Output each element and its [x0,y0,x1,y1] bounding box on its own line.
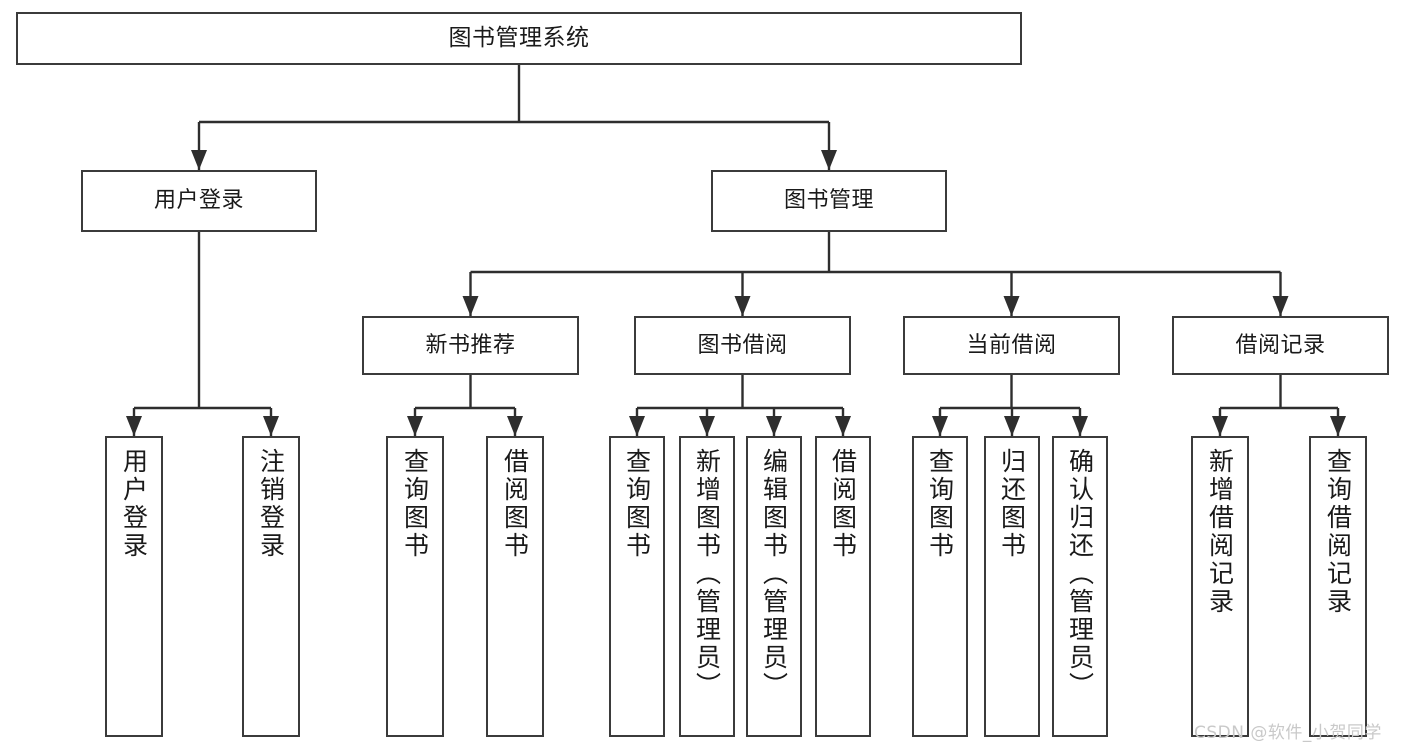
node-label: 当前借阅 [966,332,1057,358]
node-label: 归还图书 [997,448,1027,560]
arrowhead [629,416,645,436]
arrowhead [126,416,142,436]
arrowhead [1272,296,1289,316]
node-label: 确认归还（管理员） [1065,448,1095,700]
node-leaf-new-1[interactable]: 查询图书 [386,436,444,737]
node-label: 用户登录 [153,188,244,214]
arrowhead [1003,296,1020,316]
node-records[interactable]: 借阅记录 [1172,316,1389,375]
arrowhead [1072,416,1088,436]
node-leaf-borrow-4[interactable]: 借阅图书 [815,436,871,737]
node-label: 查询图书 [925,448,955,560]
node-login[interactable]: 用户登录 [81,170,317,232]
node-label: 新书推荐 [425,332,516,358]
node-label: 图书借阅 [697,332,788,358]
arrowhead [507,416,523,436]
node-label: 借阅图书 [500,448,530,560]
watermark: CSDN @软件_小贺同学 [1194,723,1382,743]
node-label: 图书管理系统 [448,24,590,51]
arrowhead [821,150,837,170]
node-label: 借阅记录 [1235,332,1326,358]
arrowhead [835,416,851,436]
node-leaf-borrow-1[interactable]: 查询图书 [609,436,665,737]
arrowhead [407,416,423,436]
node-leaf-login-1[interactable]: 用户登录 [105,436,163,737]
node-label: 图书管理 [783,188,874,214]
node-leaf-new-2[interactable]: 借阅图书 [486,436,544,737]
node-label: 查询借阅记录 [1323,448,1353,616]
node-label: 查询图书 [400,448,430,560]
node-leaf-borrow-3[interactable]: 编辑图书（管理员） [746,436,802,737]
node-label: 用户登录 [119,448,149,560]
node-borrow[interactable]: 图书借阅 [634,316,851,375]
node-label: 注销登录 [256,448,286,560]
node-bookmgmt[interactable]: 图书管理 [711,170,947,232]
arrowhead [1004,416,1020,436]
node-leaf-cur-1[interactable]: 查询图书 [912,436,968,737]
node-label: 编辑图书（管理员） [759,448,789,700]
arrowhead [191,150,207,170]
node-leaf-login-2[interactable]: 注销登录 [242,436,300,737]
arrowhead [263,416,279,436]
node-leaf-borrow-2[interactable]: 新增图书（管理员） [679,436,735,737]
node-root[interactable]: 图书管理系统 [16,12,1022,65]
node-leaf-cur-3[interactable]: 确认归还（管理员） [1052,436,1108,737]
arrowhead [699,416,715,436]
arrowhead [1330,416,1346,436]
arrowhead [932,416,948,436]
node-current[interactable]: 当前借阅 [903,316,1120,375]
arrowhead [1212,416,1228,436]
node-newrec[interactable]: 新书推荐 [362,316,579,375]
node-label: 新增图书（管理员） [692,448,722,700]
arrowhead [462,296,479,316]
arrowhead [766,416,782,436]
arrowhead [734,296,751,316]
node-label: 新增借阅记录 [1205,448,1235,616]
node-leaf-rec-2[interactable]: 查询借阅记录 [1309,436,1367,737]
node-label: 查询图书 [622,448,652,560]
node-label: 借阅图书 [828,448,858,560]
node-leaf-cur-2[interactable]: 归还图书 [984,436,1040,737]
node-leaf-rec-1[interactable]: 新增借阅记录 [1191,436,1249,737]
